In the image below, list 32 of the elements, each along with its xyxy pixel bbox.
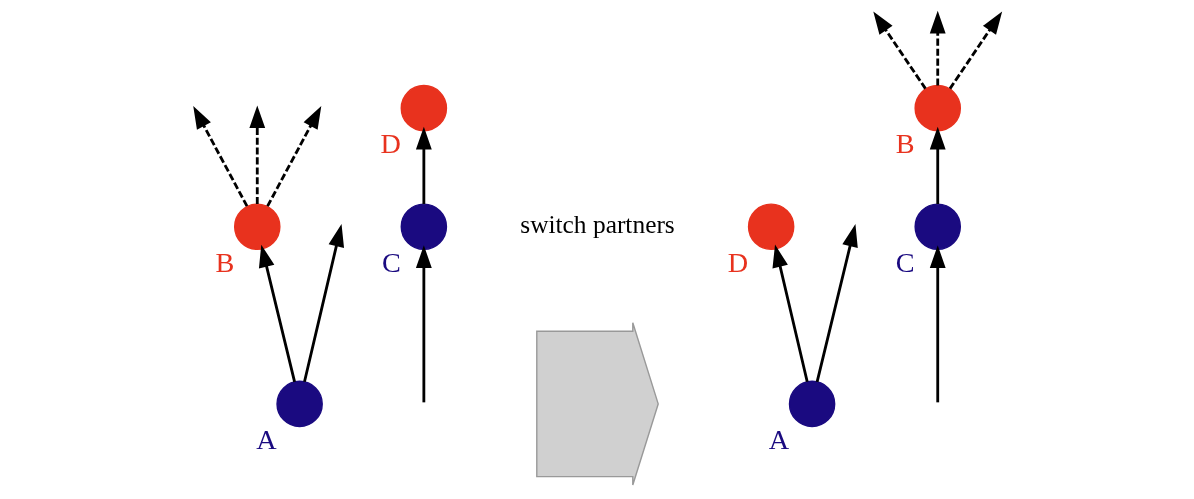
node-circle bbox=[913, 84, 961, 132]
arrow bbox=[872, 11, 927, 90]
arrow bbox=[771, 244, 809, 383]
arrow bbox=[192, 105, 248, 207]
node-label: D bbox=[727, 246, 748, 278]
node-label: A bbox=[255, 424, 277, 456]
arrow bbox=[929, 245, 946, 403]
node-circle bbox=[233, 203, 281, 250]
arrow bbox=[265, 105, 321, 207]
node-circle bbox=[913, 203, 961, 250]
arrow bbox=[815, 224, 858, 383]
node-arrow bbox=[535, 322, 659, 486]
arrow bbox=[302, 224, 344, 383]
arrow bbox=[929, 126, 946, 205]
node-label: C bbox=[895, 246, 915, 278]
arrow bbox=[258, 244, 296, 383]
arrow bbox=[248, 105, 265, 205]
node-label: D bbox=[379, 128, 401, 160]
node-circle bbox=[275, 380, 323, 428]
node-label: B bbox=[214, 246, 234, 278]
node-label: B bbox=[895, 128, 915, 160]
node-circle bbox=[788, 380, 835, 428]
arrow bbox=[415, 126, 432, 205]
arrow bbox=[948, 11, 1002, 90]
arrow bbox=[415, 245, 432, 403]
node-circle bbox=[400, 203, 447, 250]
node-label: switch partners bbox=[519, 209, 675, 238]
node-circle bbox=[400, 84, 447, 132]
arrow bbox=[929, 10, 946, 86]
node-circle bbox=[747, 203, 794, 250]
node-label: A bbox=[768, 424, 789, 456]
node-label: C bbox=[381, 246, 401, 278]
